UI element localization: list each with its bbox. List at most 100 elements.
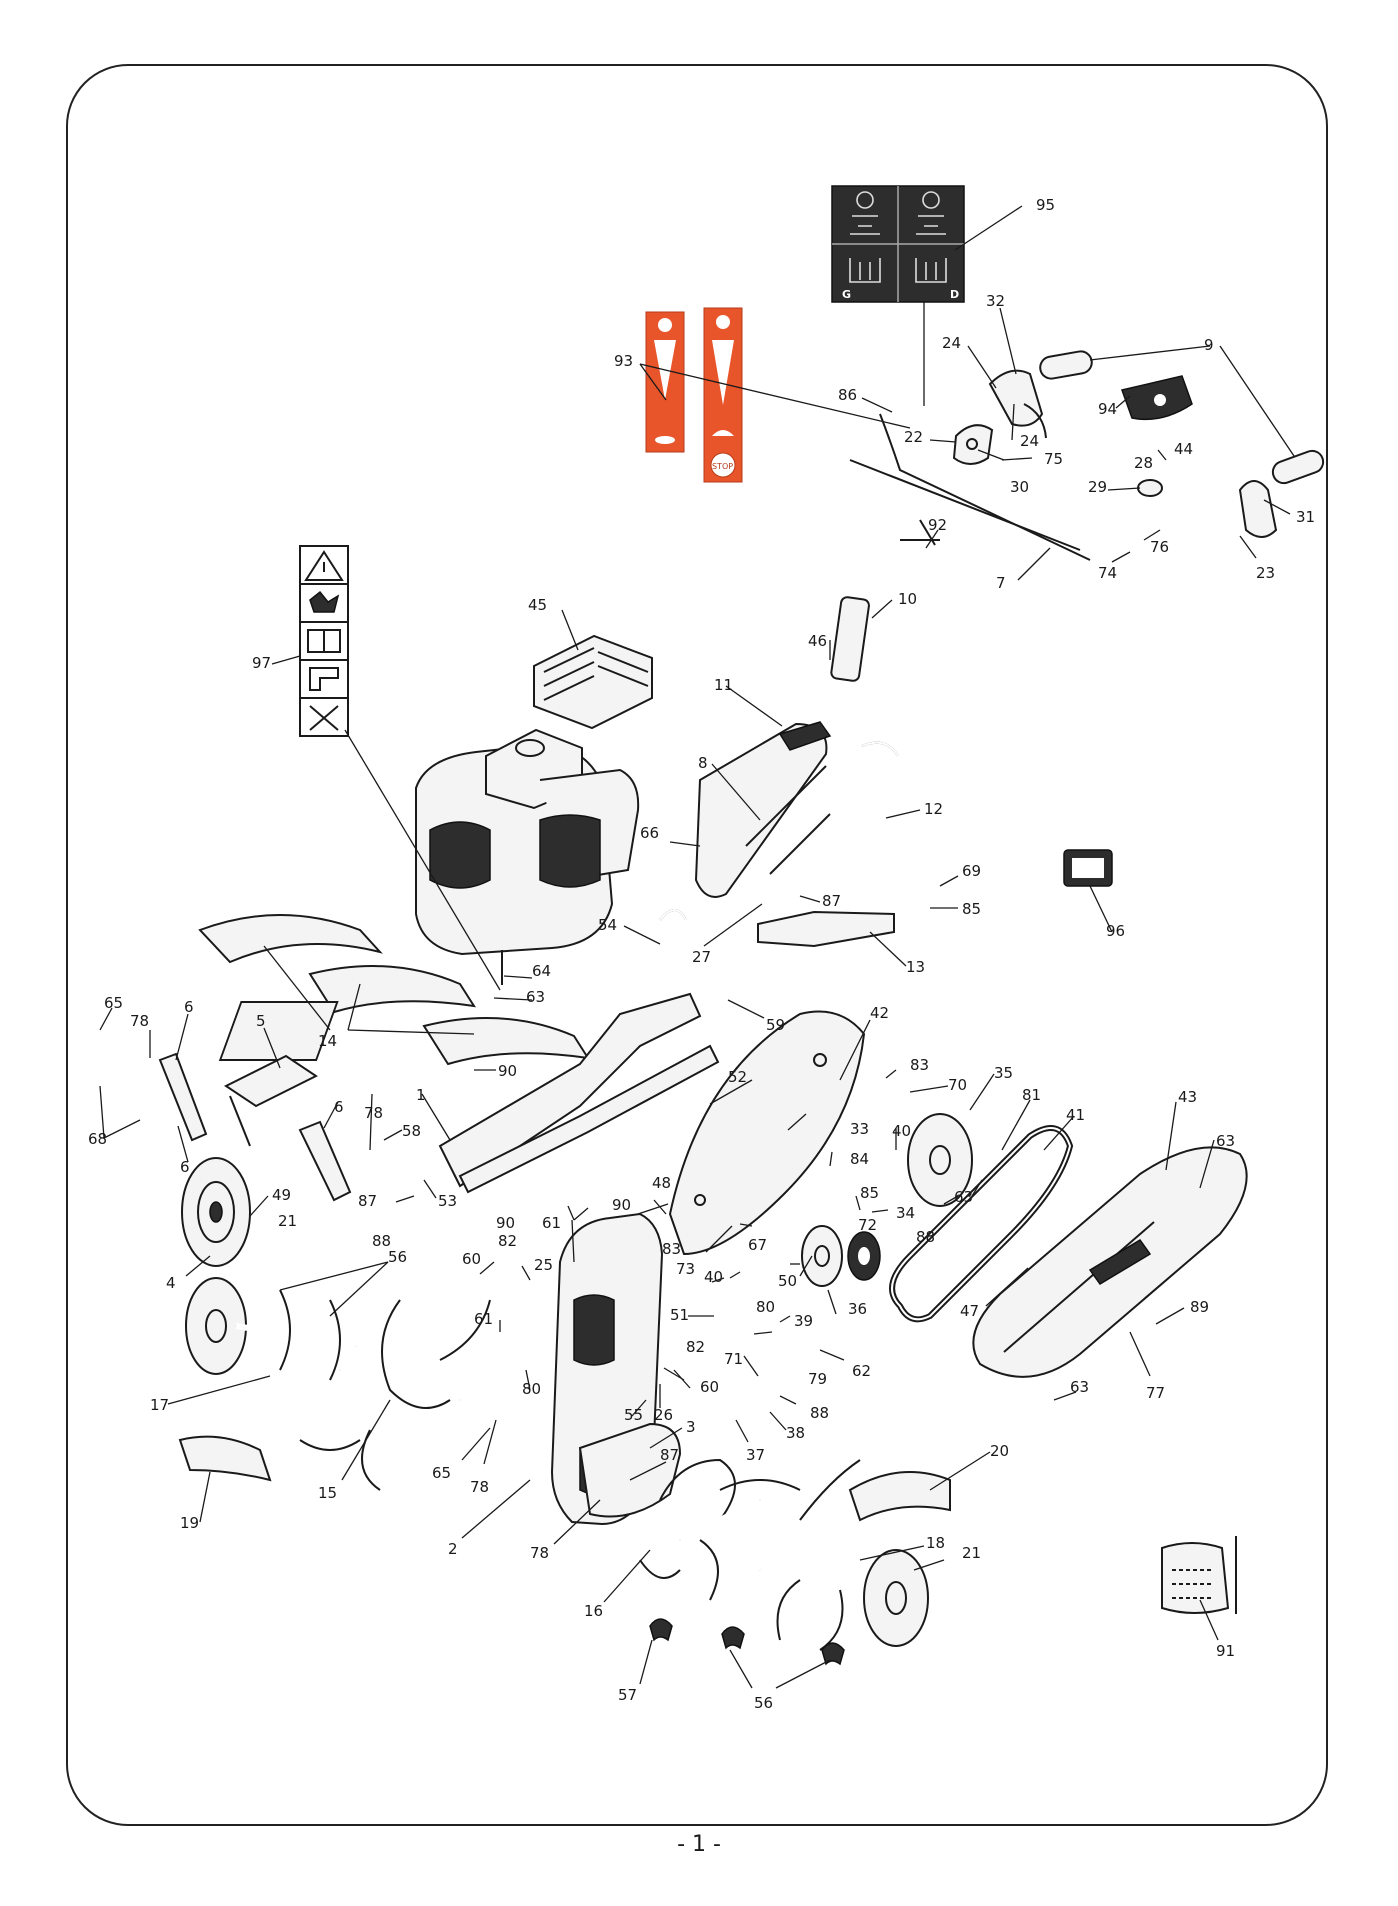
label-65-lower: 65 xyxy=(432,1464,451,1482)
bracket-11 xyxy=(778,721,832,751)
label-87-left: 87 xyxy=(358,1192,377,1210)
label-82-upper: 82 xyxy=(498,1232,517,1250)
plate-42 xyxy=(668,1010,866,1256)
label-74: 74 xyxy=(1098,564,1117,582)
label-48: 48 xyxy=(652,1174,671,1192)
label-50: 50 xyxy=(778,1272,797,1290)
label-56-upper: 56 xyxy=(388,1248,407,1266)
label-77: 77 xyxy=(1146,1384,1165,1402)
label-80-right: 80 xyxy=(756,1298,775,1316)
page-number: - 1 - xyxy=(677,1832,721,1857)
label-40-upper: 40 xyxy=(892,1122,911,1140)
page-border xyxy=(66,64,1328,1826)
gear-34 xyxy=(847,1231,881,1281)
label-28: 28 xyxy=(1134,454,1153,472)
label-83-lower: 83 xyxy=(662,1240,681,1258)
lever-13 xyxy=(757,910,895,948)
label-84: 84 xyxy=(850,1150,869,1168)
label-24-upper: 24 xyxy=(942,334,961,352)
label-30: 30 xyxy=(1010,478,1029,496)
clamp-31 xyxy=(1238,480,1278,538)
tine-assembly-15 xyxy=(299,1299,491,1491)
label-9: 9 xyxy=(1204,336,1214,354)
label-22: 22 xyxy=(904,428,923,446)
label-16: 16 xyxy=(584,1602,603,1620)
label-79: 79 xyxy=(808,1370,827,1388)
label-23: 23 xyxy=(1256,564,1275,582)
label-87-upper: 87 xyxy=(822,892,841,910)
label-37: 37 xyxy=(746,1446,765,1464)
label-24-lower: 24 xyxy=(1020,432,1039,450)
label-61-upper: 61 xyxy=(542,1214,561,1232)
decal-93-orange-strips: STOP xyxy=(645,307,743,483)
label-35: 35 xyxy=(994,1064,1013,1082)
plate-94 xyxy=(1121,375,1193,421)
throttle-30 xyxy=(952,424,994,465)
label-46: 46 xyxy=(808,632,827,650)
label-38: 38 xyxy=(786,1424,805,1442)
label-41: 41 xyxy=(1066,1106,1085,1124)
label-33: 33 xyxy=(850,1120,869,1138)
label-42: 42 xyxy=(870,1004,889,1022)
bracket-96 xyxy=(1063,849,1113,887)
label-32: 32 xyxy=(986,292,1005,310)
label-44: 44 xyxy=(1174,440,1193,458)
label-5: 5 xyxy=(256,1012,266,1030)
air-filter-45 xyxy=(533,634,653,730)
label-91: 91 xyxy=(1216,1642,1235,1660)
label-59: 59 xyxy=(766,1016,785,1034)
label-68: 68 xyxy=(88,1130,107,1148)
label-8: 8 xyxy=(698,754,708,772)
label-15: 15 xyxy=(318,1484,337,1502)
label-6-upper: 6 xyxy=(184,998,194,1016)
label-40-lower: 40 xyxy=(704,1268,723,1286)
chassis-1 xyxy=(218,992,720,1194)
label-53: 53 xyxy=(438,1192,457,1210)
label-2: 2 xyxy=(448,1540,458,1558)
label-75: 75 xyxy=(1044,450,1063,468)
label-31: 31 xyxy=(1296,508,1315,526)
label-70: 70 xyxy=(948,1076,967,1094)
tine-blade-19 xyxy=(178,1435,272,1482)
label-90-lower: 90 xyxy=(496,1214,515,1232)
label-45: 45 xyxy=(528,596,547,614)
label-82-lower: 82 xyxy=(686,1338,705,1356)
label-4: 4 xyxy=(166,1274,176,1292)
label-63-pulley: 63 xyxy=(954,1188,973,1206)
bracket-6 xyxy=(158,1052,352,1202)
tine-assembly-16 xyxy=(639,1458,762,1601)
part-number-labels: 95 32 9 24 24 86 93 94 22 75 30 28 44 29… xyxy=(88,196,1315,1712)
belt-cover-43 xyxy=(972,1146,1248,1378)
label-83-upper: 83 xyxy=(910,1056,929,1074)
label-65-left: 65 xyxy=(104,994,123,1012)
label-21-right: 21 xyxy=(962,1544,981,1562)
label-63-right: 63 xyxy=(1216,1132,1235,1150)
clip-56 xyxy=(721,1626,845,1666)
label-63-lower: 63 xyxy=(1070,1378,1089,1396)
label-72: 72 xyxy=(858,1216,877,1234)
label-95: 95 xyxy=(1036,196,1055,214)
label-73: 73 xyxy=(676,1260,695,1278)
label-88-left: 88 xyxy=(372,1232,391,1250)
cover-3 xyxy=(578,1422,682,1518)
label-88-right: 88 xyxy=(916,1228,935,1246)
handlebar-assembly-7 xyxy=(796,386,1212,701)
label-90-upper: 90 xyxy=(498,1062,517,1080)
label-85-upper: 85 xyxy=(962,900,981,918)
label-67: 67 xyxy=(748,1236,767,1254)
label-6-lower: 6 xyxy=(180,1158,190,1176)
label-10: 10 xyxy=(898,590,917,608)
label-64: 64 xyxy=(532,962,551,980)
label-96: 96 xyxy=(1106,922,1125,940)
label-52: 52 xyxy=(728,1068,747,1086)
label-86: 86 xyxy=(838,386,857,404)
label-14: 14 xyxy=(318,1032,337,1050)
label-47: 47 xyxy=(960,1302,979,1320)
leader-lines xyxy=(99,205,1295,1689)
label-81: 81 xyxy=(1022,1086,1041,1104)
hardware-bag-91 xyxy=(1161,1536,1237,1614)
label-60-lower: 60 xyxy=(700,1378,719,1396)
lever-24-32 xyxy=(988,369,1047,439)
bracket-28 xyxy=(1137,479,1163,497)
pulley-36 xyxy=(801,1225,843,1287)
